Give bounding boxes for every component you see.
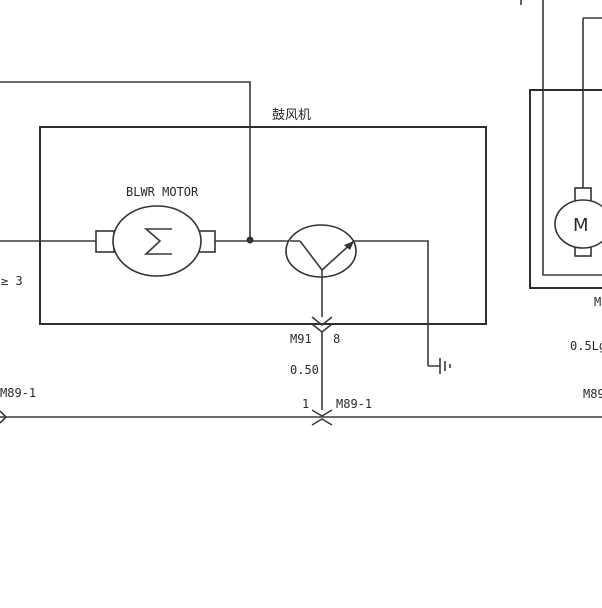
pin-bottom-label: 1: [302, 397, 309, 411]
connector-m89-marker: [311, 409, 333, 426]
ground-symbol: [428, 358, 451, 374]
right-motor-symbol: [554, 199, 602, 249]
feed-wire-top: [0, 81, 251, 240]
right-motor-glyph: M: [573, 215, 589, 236]
right-module-box: [529, 89, 602, 289]
connector-top-label: M91: [290, 332, 312, 346]
right-wire-spec-label: 0.5Lg: [570, 339, 602, 353]
left-connector-label: M89-1: [0, 386, 36, 400]
motor-label: BLWR MOTOR: [126, 185, 199, 199]
connector-bottom-label: M89-1: [336, 397, 372, 411]
transistor-symbol: [285, 224, 357, 278]
motor-terminal-left: [95, 230, 115, 253]
right-feed-wire-b: [582, 17, 602, 190]
blower-module-box: [39, 126, 487, 325]
left-connector-marker: [0, 410, 8, 424]
junction-dot: [246, 236, 254, 244]
transistor-arrow: [344, 241, 354, 250]
transistor-base-bar: [290, 240, 355, 317]
right-connector-label: M89: [583, 387, 602, 401]
motor-winding-glyph: [143, 228, 172, 255]
right-partial-label: M: [594, 295, 601, 309]
left-edge-label: ≥ 3: [1, 274, 23, 288]
right-feed-wire-a: [542, 0, 602, 276]
module-title: 鼓风机: [272, 108, 311, 123]
blower-motor-symbol: [112, 205, 202, 277]
wire-spec-label: 0.50: [290, 363, 319, 377]
pin-top-label: 8: [333, 332, 340, 346]
ground-lead: [354, 240, 429, 366]
